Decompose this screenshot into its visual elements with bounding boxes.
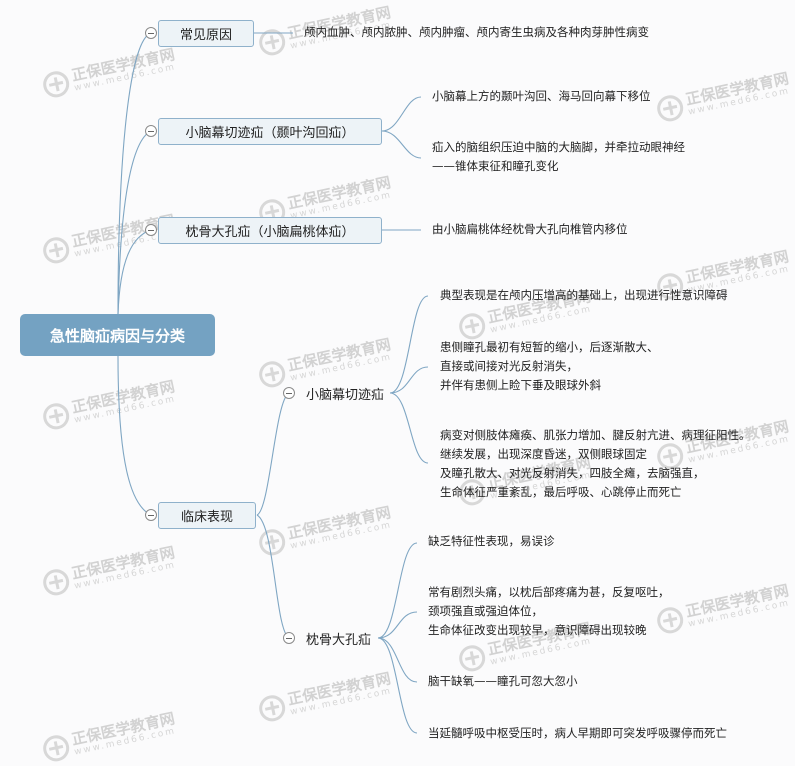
leaf-transtentorial-1[interactable]: 小脑幕上方的颞叶沟回、海马回向幕下移位: [432, 89, 651, 103]
sub-transtentorial[interactable]: 小脑幕切迹疝: [306, 388, 385, 403]
branch-transtentorial-herniation[interactable]: 小脑幕切迹疝（颞叶沟回疝）: [158, 118, 382, 145]
sub-tonsillar[interactable]: 枕骨大孔疝: [306, 633, 372, 648]
leaf-clinical-tonsillar-1[interactable]: 缺乏特征性表现，易误诊: [428, 534, 555, 548]
leaf-clinical-transtentorial-1[interactable]: 典型表现是在颅内压增高的基础上，出现进行性意识障碍: [440, 288, 728, 302]
collapse-toggle-icon[interactable]: [283, 387, 295, 399]
collapse-toggle-icon[interactable]: [145, 27, 157, 39]
leaf-clinical-tonsillar-2[interactable]: 常有剧烈头痛，以枕后部疼痛为甚，反复呕吐， 颈项强直或强迫体位， 生命体征改变出…: [428, 585, 670, 637]
leaf-tonsillar-1[interactable]: 由小脑扁桃体经枕骨大孔向椎管内移位: [432, 222, 628, 236]
branch-common-causes[interactable]: 常见原因: [158, 20, 254, 47]
leaf-clinical-transtentorial-2[interactable]: 患侧瞳孔最初有短暂的缩小，后逐渐散大、 直接或间接对光反射消失， 并伴有患侧上睑…: [440, 340, 659, 392]
leaf-common-causes[interactable]: 颅内血肿、颅内脓肿、颅内肿瘤、颅内寄生虫病及各种肉芽肿性病变: [304, 25, 649, 39]
leaf-transtentorial-2[interactable]: 疝入的脑组织压迫中脑的大脑脚，并牵拉动眼神经 ——锥体束征和瞳孔变化: [432, 140, 685, 173]
collapse-toggle-icon[interactable]: [145, 224, 157, 236]
collapse-toggle-icon[interactable]: [145, 509, 157, 521]
root-node[interactable]: 急性脑疝病因与分类: [20, 314, 215, 356]
collapse-toggle-icon[interactable]: [283, 632, 295, 644]
leaf-clinical-transtentorial-3[interactable]: 病变对侧肢体瘫痪、肌张力增加、腱反射亢进、病理征阳性。 继续发展，出现深度昏迷，…: [440, 428, 751, 499]
branch-tonsillar-herniation[interactable]: 枕骨大孔疝（小脑扁桃体疝）: [158, 217, 382, 244]
leaf-clinical-tonsillar-3[interactable]: 脑干缺氧——瞳孔可忽大忽小: [428, 674, 578, 688]
collapse-toggle-icon[interactable]: [145, 125, 157, 137]
branch-clinical-manifestations[interactable]: 临床表现: [158, 502, 256, 529]
leaf-clinical-tonsillar-4[interactable]: 当延髓呼吸中枢受压时，病人早期即可突发呼吸骤停而死亡: [428, 726, 727, 740]
